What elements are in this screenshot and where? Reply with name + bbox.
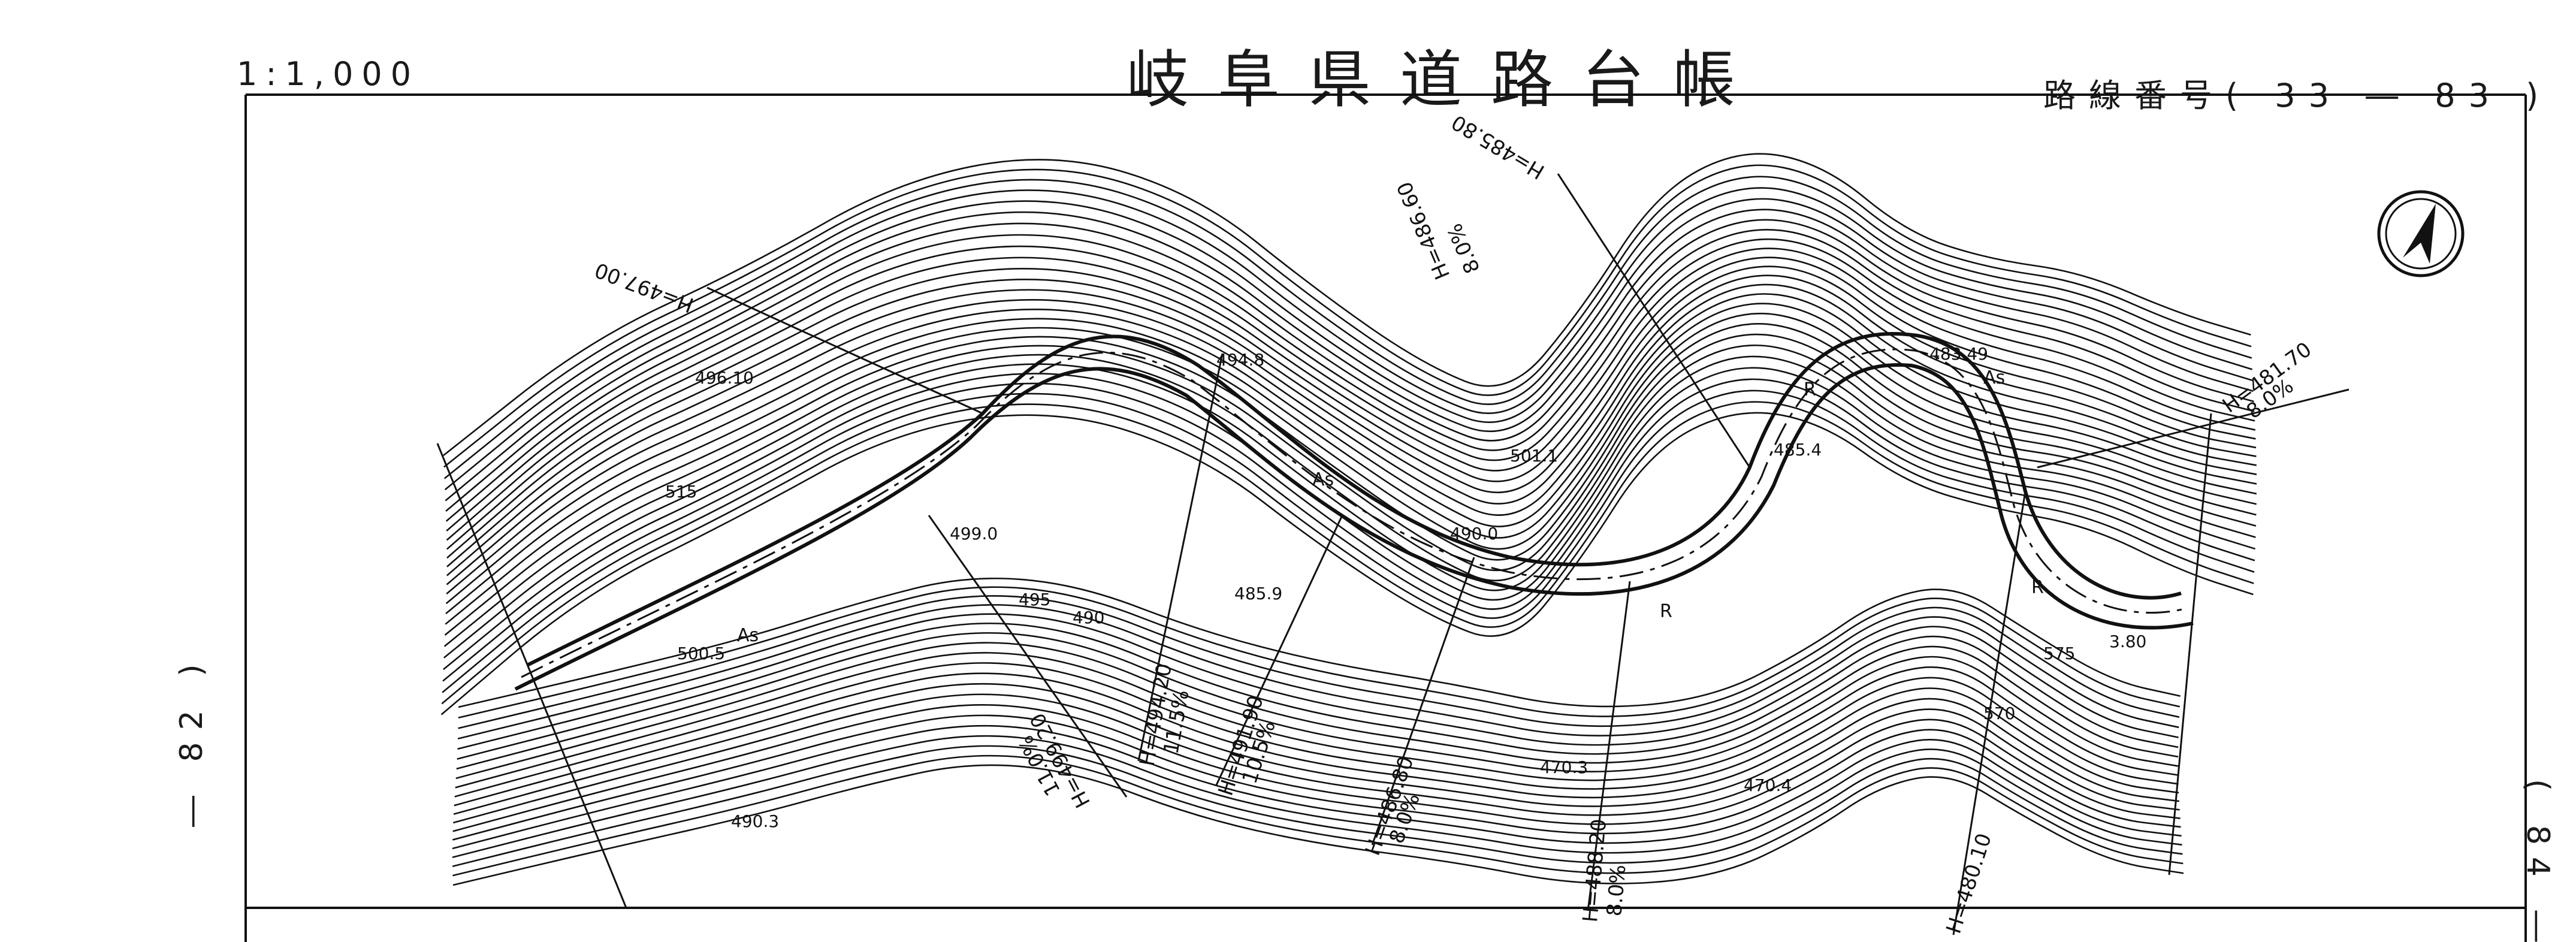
spot-heights: 496.10 494.8 499.0 500.5 490.3 485.9 470.3 470.… xyxy=(665,344,2146,831)
contour-line xyxy=(452,754,2184,877)
contour-line xyxy=(445,209,2254,512)
spot-height-label: 501.1 xyxy=(1510,446,1558,466)
contour-line xyxy=(446,274,2257,576)
contour-line xyxy=(444,333,2257,636)
curve-mark: R xyxy=(1804,379,1816,400)
spot-height-label: 570 xyxy=(1983,704,2015,723)
contour-line xyxy=(443,355,2256,659)
contour-line xyxy=(454,662,2179,798)
contour-line xyxy=(457,613,2179,750)
contour-line xyxy=(443,176,2252,479)
contour-line xyxy=(446,256,2256,559)
spot-height-label: 499.0 xyxy=(950,524,998,544)
curve-mark: R xyxy=(1660,601,1672,622)
spot-height-label: 485.4 xyxy=(1774,440,1822,460)
contour-line xyxy=(457,604,2179,740)
contour-line xyxy=(443,344,2257,647)
contour-line xyxy=(445,303,2257,605)
contour-lines xyxy=(440,153,2257,886)
contour-line xyxy=(457,622,2179,760)
contour-line xyxy=(443,367,2256,671)
contour-line xyxy=(452,724,2182,850)
contour-line xyxy=(455,642,2179,780)
contour-line xyxy=(443,153,2251,457)
contour-line xyxy=(452,693,2180,824)
contour-line xyxy=(452,714,2181,841)
spot-height-label: 3.80 xyxy=(2109,632,2146,651)
spot-height-label: 495 xyxy=(1019,590,1050,609)
asphalt-mark: As xyxy=(1312,469,1334,490)
contour-line xyxy=(446,229,2255,532)
elevation-h1: H=497.00 xyxy=(591,258,697,317)
elevation-h2: H=485.80 xyxy=(1448,110,1549,183)
contour-line xyxy=(445,219,2254,522)
contour-line xyxy=(442,378,2255,682)
spot-height-label: 496.10 xyxy=(695,368,754,388)
contour-line xyxy=(446,283,2257,585)
spot-height-label: 470.3 xyxy=(1540,757,1588,777)
spot-height-label: 575 xyxy=(2043,644,2075,663)
contour-line xyxy=(456,632,2179,770)
contour-line xyxy=(452,745,2183,868)
contour-line xyxy=(446,238,2255,541)
contour-line xyxy=(445,323,2257,625)
contour-line xyxy=(458,595,2180,729)
north-arrow-icon xyxy=(2377,190,2465,277)
contour-line xyxy=(452,764,2184,886)
contour-line xyxy=(445,312,2257,615)
spot-height-label: 500.5 xyxy=(677,644,725,663)
spot-height-label: 470.4 xyxy=(1744,775,1792,795)
contour-line xyxy=(452,704,2181,832)
contour-line xyxy=(442,390,2255,693)
spot-height-label: 515 xyxy=(665,482,697,502)
contour-line xyxy=(440,412,2254,715)
contour-line xyxy=(458,577,2181,708)
spot-height-label: 485.9 xyxy=(1234,584,1282,603)
elevation-h10: H=480.10 xyxy=(1942,831,1997,937)
asphalt-mark: As xyxy=(1983,367,2005,388)
road-alignment xyxy=(514,331,2194,691)
scale-label: 1:1,000 xyxy=(237,55,420,93)
contour-line xyxy=(446,247,2256,550)
spot-height-label: 490.3 xyxy=(731,811,779,831)
contour-line xyxy=(444,187,2253,491)
contour-line xyxy=(452,735,2182,858)
profile-lines xyxy=(706,173,2349,935)
contour-line xyxy=(446,293,2257,595)
contour-line xyxy=(446,265,2257,567)
sheet-title: 岐阜県道路台帳 xyxy=(1127,43,1765,116)
spot-height-label: 483.49 xyxy=(1929,344,1988,364)
contour-line xyxy=(445,198,2253,502)
spot-height-label: 494.8 xyxy=(1216,350,1264,370)
contour-line xyxy=(441,401,2254,705)
contour-line xyxy=(455,652,2179,789)
contour-line xyxy=(454,672,2179,807)
map-marks: As As As R R R xyxy=(737,367,2044,646)
elevation-h9-grade: 8.0% xyxy=(1602,864,1630,917)
spot-height-label: 490.0 xyxy=(1450,524,1498,544)
spot-height-label: 490 xyxy=(1073,608,1104,627)
curve-mark: R xyxy=(2031,577,2044,598)
asphalt-mark: As xyxy=(737,625,759,646)
contour-line xyxy=(443,164,2252,468)
contour-line xyxy=(453,683,2180,815)
contour-line xyxy=(458,586,2181,718)
